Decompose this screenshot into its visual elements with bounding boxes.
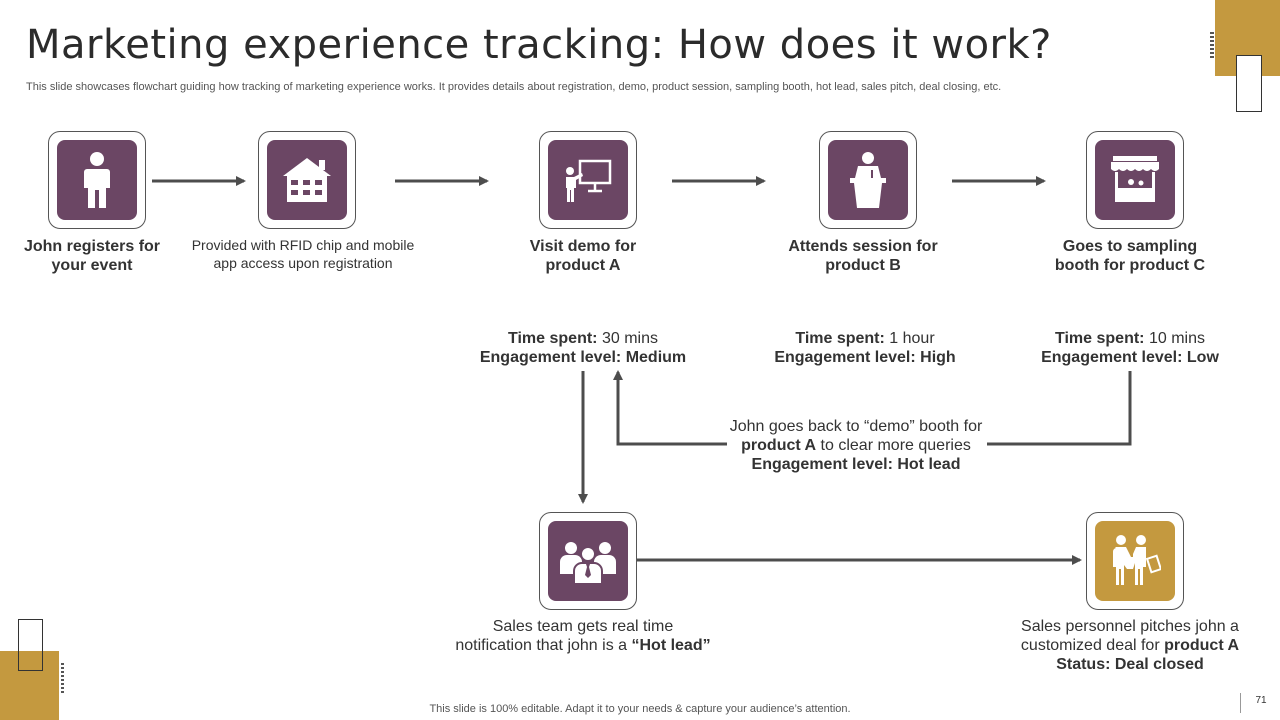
loop-note-line1: John goes back to “demo” booth for [729, 418, 983, 435]
corner-outline-box-bottom-left [18, 619, 43, 671]
engagement-label: Engagement level: [479, 349, 622, 366]
sales-team-label: Sales team gets real time notification t… [430, 617, 736, 655]
sales-pitch-line1: Sales personnel pitches john a [1021, 618, 1239, 635]
slide-title: Marketing experience tracking: How does … [26, 22, 1052, 68]
step-label-rfid: Provided with RFID chip and mobile app a… [191, 237, 415, 271]
step-tile-sales-team [539, 512, 637, 610]
loop-back-line-booth-to-demo [987, 371, 1132, 446]
dotted-accent-top-right [1210, 32, 1214, 60]
slide-subtitle: This slide showcases flowchart guiding h… [26, 81, 1002, 93]
booth-stall-icon [1111, 156, 1159, 202]
building-icon [283, 158, 331, 202]
sales-pitch-label: Sales personnel pitches john a customize… [1000, 617, 1260, 674]
step-tile-registration [48, 131, 146, 229]
page-number: 71 [1240, 693, 1280, 713]
loop-back-arrow-to-demo [613, 370, 727, 446]
time-spent-value: 1 hour [889, 330, 935, 347]
podium-speaker-icon [850, 152, 886, 208]
step-tile-session [819, 131, 917, 229]
metrics-demo: Time spent: 30 mins Engagement level: Me… [463, 329, 703, 367]
footer-note: This slide is 100% editable. Adapt it to… [429, 703, 851, 715]
time-spent-label: Time spent: [1055, 330, 1145, 347]
step-tile-sampling-booth [1086, 131, 1184, 229]
deal-status: Status: Deal closed [1056, 656, 1204, 673]
loop-back-note: John goes back to “demo” booth for produ… [715, 417, 997, 474]
team-group-icon [560, 542, 616, 585]
loop-note-engagement: Engagement level: Hot lead [751, 456, 961, 473]
metrics-sampling-booth: Time spent: 10 mins Engagement level: Lo… [1010, 329, 1250, 367]
step-tile-rfid [258, 131, 356, 229]
step-label-session: Attends session for product B [788, 238, 938, 274]
loop-note-line2: to clear more queries [816, 437, 971, 454]
presentation-board-icon [566, 159, 612, 202]
corner-outline-box-top-right [1236, 55, 1262, 112]
loop-note-product: product A [741, 437, 817, 454]
dotted-accent-bottom-left [61, 663, 64, 693]
corner-accent-bottom-left [0, 651, 59, 720]
person-icon [84, 152, 110, 208]
time-spent-label: Time spent: [795, 330, 885, 347]
sales-team-line1: Sales team gets real time [492, 618, 674, 635]
step-tile-demo [539, 131, 637, 229]
sales-pitch-product: product A [1164, 637, 1240, 654]
sales-team-line2: notification that john is a [455, 637, 632, 654]
time-spent-label: Time spent: [508, 330, 598, 347]
step-label-registration: John registers for your event [23, 238, 161, 274]
handshake-deal-icon [1112, 535, 1161, 585]
step-label-demo: Visit demo for product A [529, 238, 637, 274]
engagement-value: Low [1186, 349, 1219, 366]
step-label-sampling-booth: Goes to sampling booth for product C [1054, 238, 1206, 274]
time-spent-value: 10 mins [1148, 330, 1205, 347]
sales-pitch-line2: customized deal for [1020, 637, 1165, 654]
engagement-label: Engagement level: [1041, 349, 1183, 366]
engagement-value: High [920, 349, 956, 366]
metrics-session: Time spent: 1 hour Engagement level: Hig… [745, 329, 985, 367]
engagement-label: Engagement level: [774, 349, 916, 366]
time-spent-value: 30 mins [601, 330, 658, 347]
hot-lead-text: “Hot lead” [631, 637, 711, 654]
engagement-value: Medium [625, 349, 687, 366]
step-tile-sales-pitch [1086, 512, 1184, 610]
